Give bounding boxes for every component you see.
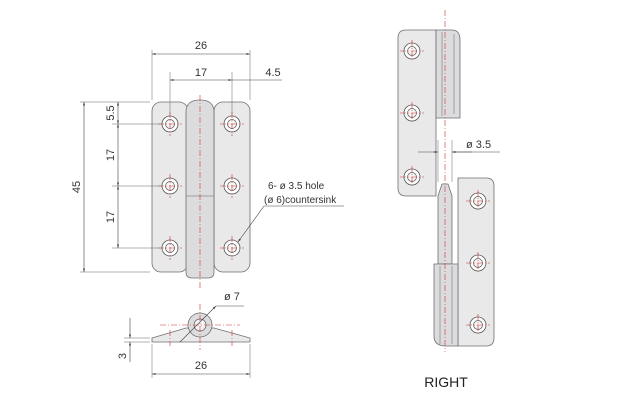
dim-overall-width: 26	[195, 40, 207, 52]
dim-overall-height: 45	[71, 181, 83, 193]
dim-pin-diameter: ø 7	[224, 291, 240, 303]
dim-bottom-width: 26	[195, 360, 207, 372]
dim-edge-offset-top: 5.5	[105, 105, 117, 120]
dim-hole-spacing-horizontal: 17	[195, 67, 207, 79]
dim-thickness: 3	[117, 353, 129, 359]
bottom-view: ø 7 3 26	[117, 291, 251, 378]
upper-knuckle	[435, 29, 461, 119]
front-view: 26 17 4.5 45 5.5 17 17 6- ø 3.5 hole (ø …	[71, 40, 344, 290]
hole-note-line1: 6- ø 3.5 hole	[268, 181, 325, 192]
right-view: ø 3.5 RIGHT	[397, 10, 500, 390]
dim-hole-diameter-right: ø 3.5	[466, 139, 491, 151]
dim-vertical-spacing-2: 17	[105, 211, 117, 223]
dim-edge-offset-right: 4.5	[265, 67, 280, 79]
lower-knuckle	[433, 263, 459, 347]
dim-vertical-spacing-1: 17	[105, 149, 117, 161]
view-caption: RIGHT	[424, 374, 468, 390]
hole-note-line2: (ø 6)countersink	[264, 195, 337, 206]
